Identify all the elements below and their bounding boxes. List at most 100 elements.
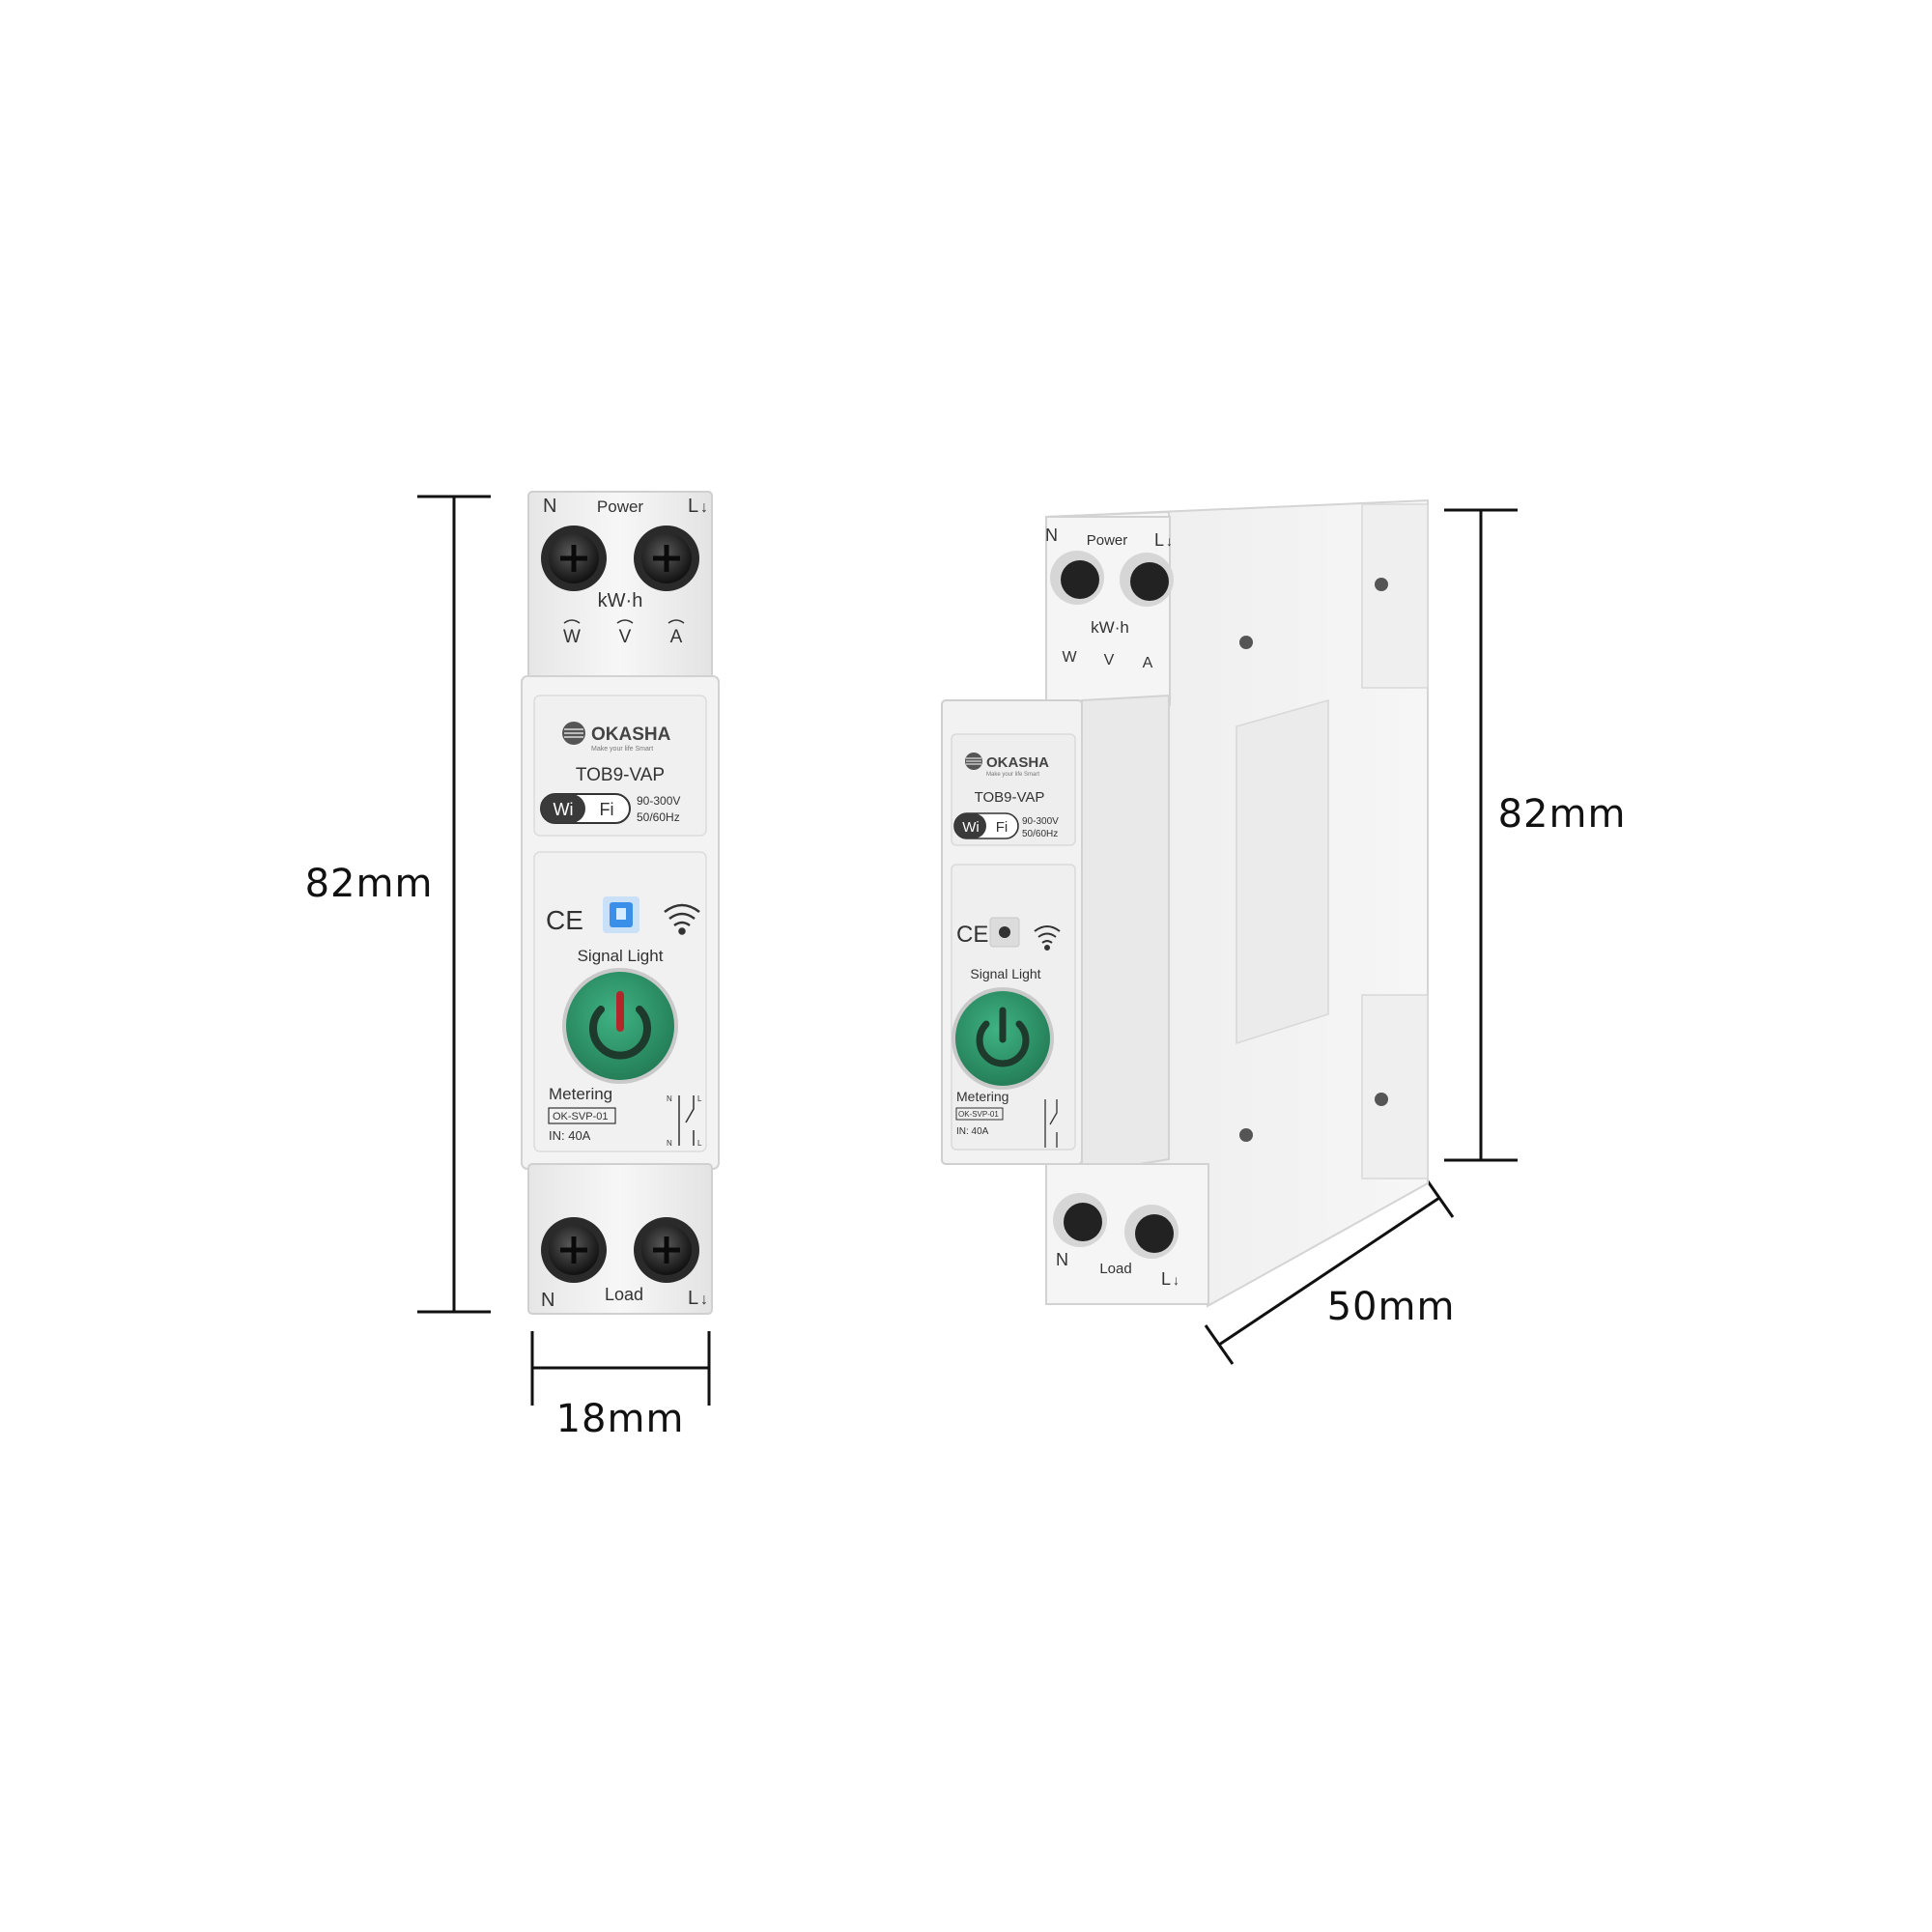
front-load-label: Load [605,1285,643,1304]
side-height-label: 82mm [1498,792,1627,837]
signal-led-icon [603,896,639,933]
front-wiring-l-bottom: L [697,1139,702,1148]
side-wifi-fi: Fi [996,819,1009,836]
side-rivet-2 [1375,578,1388,591]
front-tagline: Make your life Smart [591,746,653,753]
side-kwh-label: kW·h [1091,618,1129,637]
side-depth-tick-right [1424,1178,1455,1218]
side-w-label: W [1062,649,1077,666]
side-lower-rail [1361,994,1429,1179]
front-meter-arc-marks [563,619,685,624]
front-wifi-wi: Wi [554,800,574,819]
front-power-label: Power [597,497,644,516]
side-power-button[interactable] [952,987,1054,1090]
wifi-badge: Wi Fi [953,812,1019,839]
side-wifi-wi: Wi [962,819,980,836]
side-top-n-label: N [1045,526,1058,545]
side-height-dimension: 82mm [1444,508,1627,1162]
side-load-label: Load [1099,1261,1131,1277]
front-ce-mark: CE [546,905,583,935]
front-kwh-label: kW·h [598,590,643,611]
ground-arrow-icon: ↓ [1173,1272,1179,1288]
front-bottom-l-label: L [688,1288,698,1309]
side-metering-label: Metering [956,1089,1009,1104]
side-bottom-l-label: L [1161,1269,1171,1289]
front-signal-light-label: Signal Light [578,947,664,965]
side-tagline: Make your life Smart [986,772,1039,778]
front-height-dimension: 82mm [305,495,491,1314]
side-top-hole-l-inner [1130,562,1169,601]
front-wiring-n-top: N [667,1094,672,1103]
front-a-label: A [670,627,683,647]
front-code-box [548,1107,616,1124]
side-upper-rail [1361,503,1429,689]
wiring-diagram-icon [1044,1099,1058,1148]
front-code: OK-SVP-01 [553,1111,608,1122]
side-top-hole-n-inner [1061,560,1099,599]
front-metering-label: Metering [549,1085,612,1103]
side-frequency: 50/60Hz [1022,829,1058,839]
side-rivet-5 [1239,1128,1253,1142]
side-ce-mark: CE [956,922,988,948]
front-top-screw-l [634,526,699,591]
front-voltage: 90-300V [637,794,680,808]
side-power-label: Power [1087,532,1128,549]
front-top-screw-n [541,526,607,591]
side-rivet-1 [1239,636,1253,649]
front-wiring-n-bottom: N [667,1139,672,1148]
side-v-label: V [1104,652,1115,668]
side-brand: OKASHA [986,754,1049,771]
front-power-button[interactable] [562,968,678,1084]
ground-arrow-icon: ↓ [700,499,708,516]
front-model: TOB9-VAP [576,765,665,785]
side-depth-label: 50mm [1327,1285,1456,1329]
side-code-box [955,1107,1004,1121]
side-front-main-side [1081,694,1170,1176]
front-brand: OKASHA [591,724,671,745]
side-model: TOB9-VAP [975,789,1045,806]
ground-arrow-icon: ↓ [1166,533,1173,549]
wiring-diagram-icon [678,1095,695,1146]
wifi-signal-icon [1034,925,1061,951]
signal-led-icon [989,917,1020,948]
wifi-badge: Wi Fi [540,793,631,824]
side-depth-dimension: 50mm [1204,1178,1456,1365]
front-bottom-n-label: N [541,1290,554,1311]
front-w-label: W [563,627,581,647]
front-width-dimension: 18mm [530,1331,711,1441]
front-wiring-l-top: L [697,1094,702,1103]
side-recessed-panel [1236,699,1329,1045]
wifi-signal-icon [664,903,700,935]
side-rivet-6 [1375,1093,1388,1106]
power-icon [589,991,651,1060]
side-depth-line [1218,1196,1440,1347]
side-code: OK-SVP-01 [958,1110,999,1119]
front-rating: IN: 40A [549,1128,591,1143]
front-top-l-label: L [688,496,698,517]
side-bottom-hole-n-inner [1064,1203,1102,1241]
ground-arrow-icon: ↓ [700,1292,708,1308]
side-top-l-label: L [1154,530,1164,550]
front-v-label: V [619,627,632,647]
okasha-logo-icon [562,722,585,745]
side-depth-tick-left [1204,1324,1235,1365]
front-wifi-fi: Fi [600,800,614,819]
front-height-label: 82mm [305,862,434,906]
side-bottom-hole-l-inner [1135,1214,1174,1253]
side-a-label: A [1143,655,1153,671]
side-voltage: 90-300V [1022,816,1059,827]
front-bottom-screw-l [634,1217,699,1283]
front-device: N Power L ↓ kW·h W V A OKASHA Make your … [521,491,720,1315]
front-top-n-label: N [543,496,556,517]
side-rating: IN: 40A [956,1126,989,1137]
front-top-terminal-block [527,491,713,686]
side-device: N Power L ↓ kW·h W V A OKASHA Make your … [941,498,1429,1308]
okasha-logo-icon [965,753,982,770]
front-bottom-screw-n [541,1217,607,1283]
side-front-top-block [1045,516,1171,706]
front-frequency: 50/60Hz [637,810,680,824]
side-signal-light-label: Signal Light [970,966,1040,981]
front-width-label: 18mm [556,1397,685,1441]
